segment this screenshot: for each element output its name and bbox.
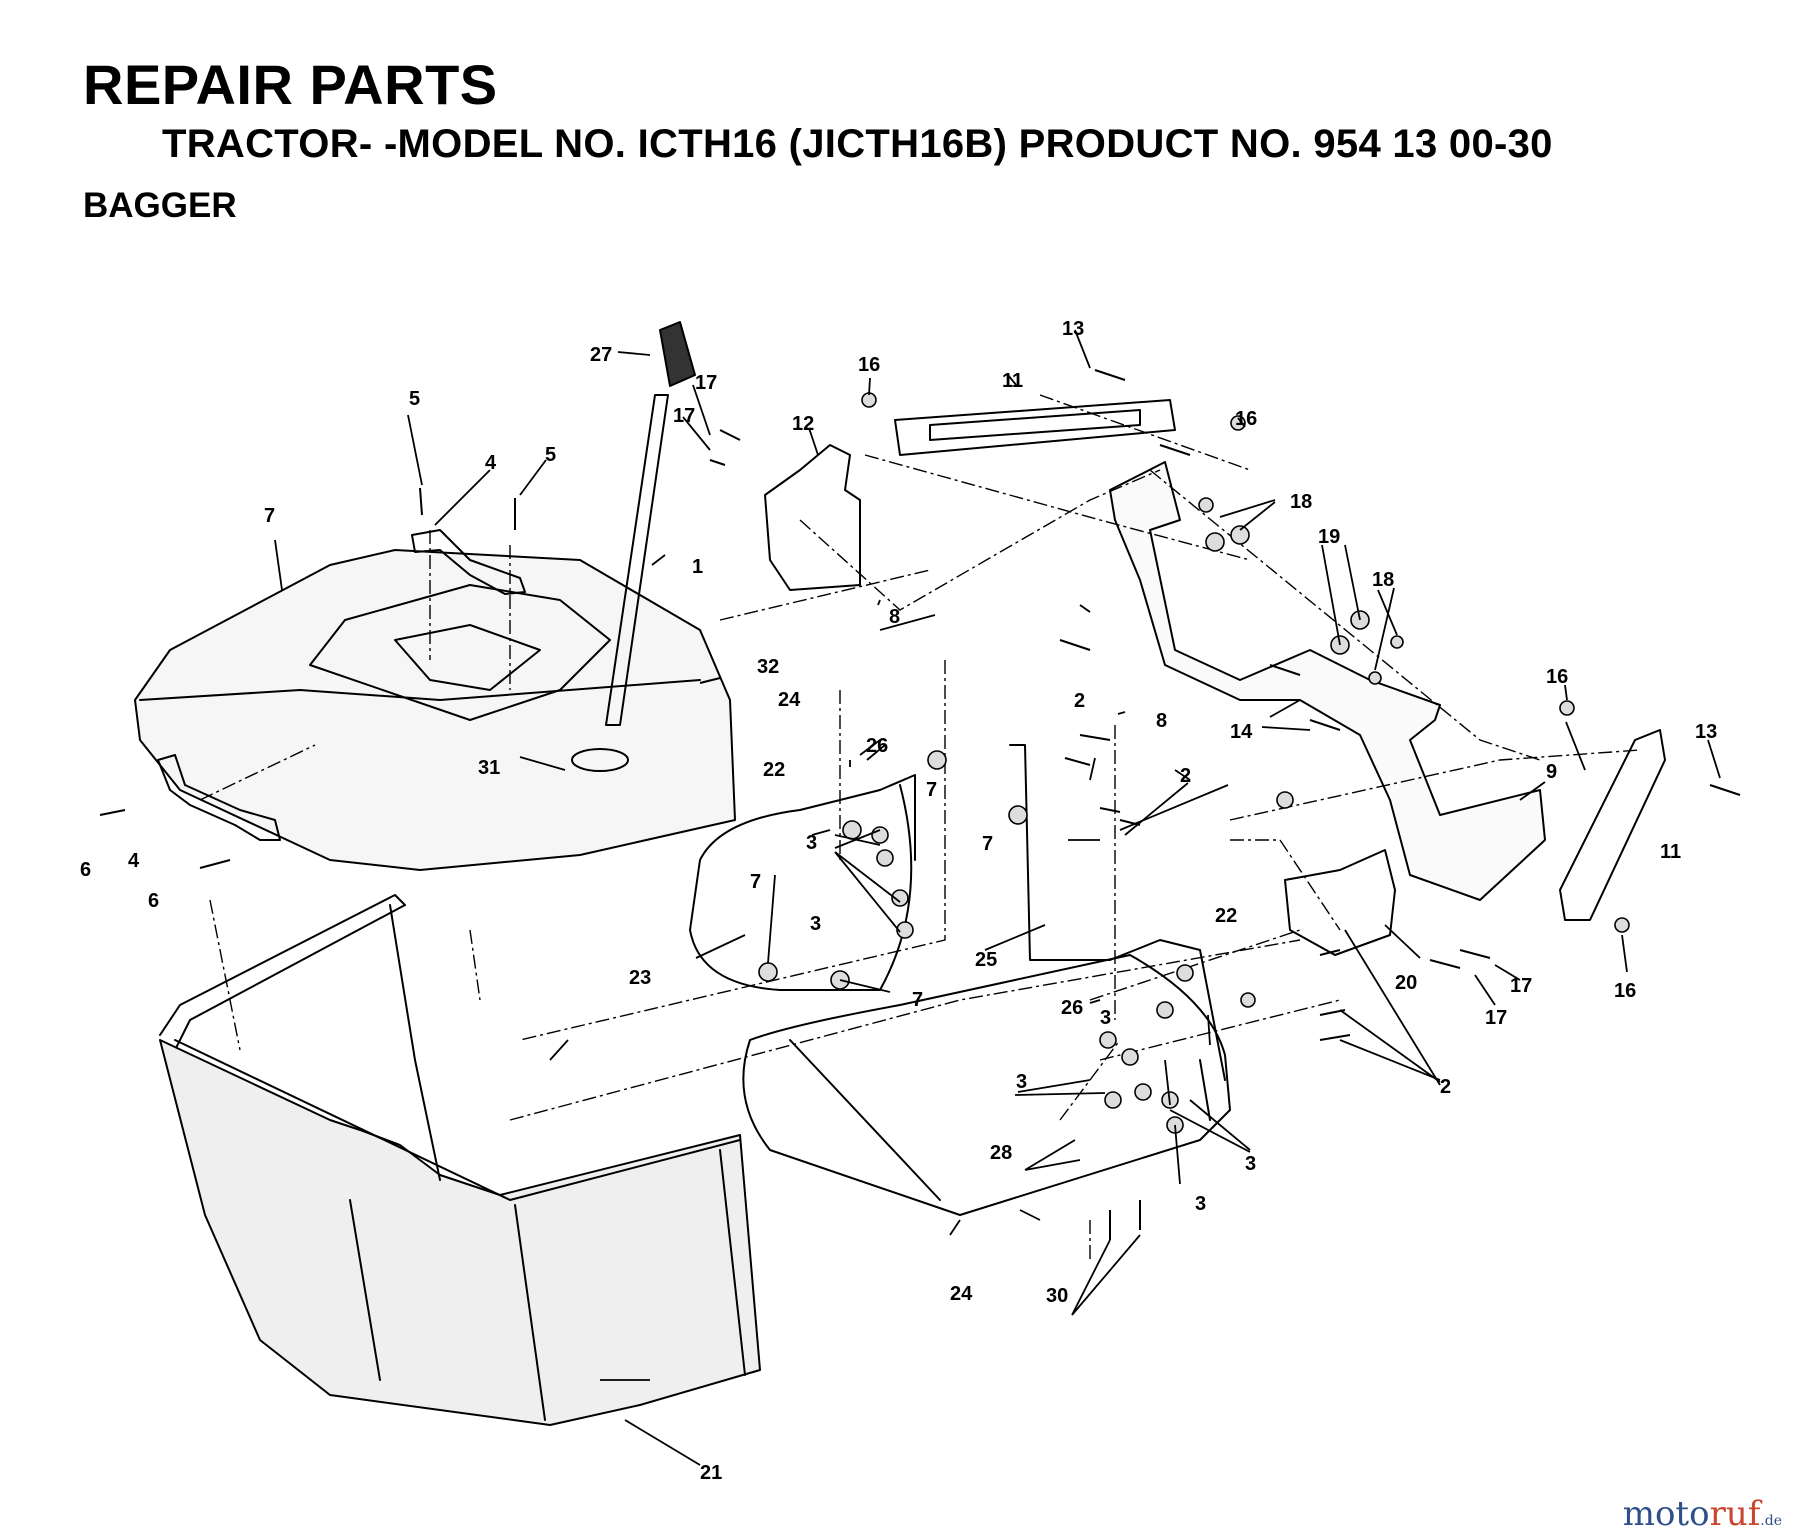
cover-top-panel	[309, 584, 611, 721]
callout-24: 24	[778, 689, 801, 711]
bracket-10	[1109, 461, 1546, 901]
callout-4b: 4	[128, 850, 140, 872]
page-title: REPAIR PARTS	[83, 53, 498, 116]
side-handle	[157, 754, 281, 841]
callout-22a: 22	[763, 759, 785, 781]
callout-3e: 3	[1245, 1153, 1256, 1175]
callout-26: 24	[950, 1283, 973, 1305]
watermark-logo: motoruf.de	[1622, 1494, 1782, 1534]
callout-17c: 17	[1510, 975, 1532, 997]
callout-16d: 16	[1614, 980, 1636, 1002]
callout-18a: 18	[1290, 491, 1312, 513]
frame-26	[742, 954, 1231, 1216]
frame-25	[1009, 744, 1226, 1081]
callout-10: 9	[1546, 761, 1557, 783]
top-handle	[411, 529, 526, 595]
callout-3a: 3	[806, 832, 817, 854]
callout-3c: 3	[1100, 1007, 1111, 1029]
callout-28: 27	[590, 344, 612, 366]
callout-25: 25	[975, 949, 997, 971]
callout-9a: 8	[889, 606, 900, 628]
plate-12	[764, 444, 861, 591]
callout-11b: 11	[1660, 841, 1681, 863]
callout-3d: 3	[1016, 1071, 1027, 1093]
callout-8: 7	[264, 505, 275, 527]
brace-11-top	[894, 399, 1176, 456]
callout-22b: 22	[1215, 905, 1237, 927]
callout-14: 14	[1230, 721, 1253, 743]
callout-2c: 2	[1180, 765, 1191, 787]
callout-17d: 17	[1485, 1007, 1507, 1029]
callout-16a: 16	[858, 354, 880, 376]
callout-4a: 4	[485, 452, 497, 474]
callout-27a: 26	[866, 735, 888, 757]
callout-13a: 13	[1062, 318, 1084, 340]
callout-32: 32	[757, 656, 779, 678]
callout-31: 31	[478, 757, 500, 779]
callout-7c: 7	[750, 871, 761, 893]
callout-13b: 13	[1695, 721, 1717, 743]
callout-21: 21	[700, 1462, 722, 1484]
dump-rod	[605, 394, 669, 726]
plate-20	[1284, 849, 1396, 956]
callout-16b: 16	[1235, 408, 1257, 430]
callout-18b: 18	[1372, 569, 1394, 591]
callout-6a: 6	[80, 859, 91, 881]
callout-11a: 11	[1002, 370, 1023, 392]
bag-cover	[134, 549, 736, 871]
callout-3f: 3	[1195, 1193, 1206, 1215]
callout-1: 1	[692, 556, 703, 578]
frame-23	[689, 774, 916, 991]
callout-29: 28	[990, 1142, 1012, 1164]
callout-17a: 17	[695, 372, 717, 394]
callout-17b: 17	[673, 405, 695, 427]
callout-7a: 7	[926, 779, 937, 801]
callout-9b: 8	[1156, 710, 1167, 732]
brace-11-right	[1559, 729, 1666, 921]
callout-16c: 16	[1546, 666, 1568, 688]
callout-2b: 2	[1074, 690, 1085, 712]
callout-27b: 26	[1061, 997, 1083, 1019]
callout-12: 12	[792, 413, 814, 435]
callout-30: 30	[1046, 1285, 1068, 1307]
callout-5b: 5	[545, 444, 556, 466]
callout-19: 19	[1318, 526, 1340, 548]
callout-7d: 7	[912, 989, 923, 1011]
bag-body	[159, 1039, 761, 1426]
callout-7b: 7	[982, 833, 993, 855]
callout-3b: 3	[810, 913, 821, 935]
bag-frame	[159, 894, 406, 1051]
grip	[659, 321, 696, 387]
callout-2a: 2	[1440, 1076, 1451, 1098]
model-subtitle: TRACTOR- -MODEL NO. ICTH16 (JICTH16B) PR…	[162, 122, 1553, 166]
callout-23: 23	[629, 967, 651, 989]
callout-20: 20	[1395, 972, 1417, 994]
callout-6b: 6	[148, 890, 159, 912]
section-title: BAGGER	[83, 186, 237, 225]
callout-5a: 5	[409, 388, 420, 410]
